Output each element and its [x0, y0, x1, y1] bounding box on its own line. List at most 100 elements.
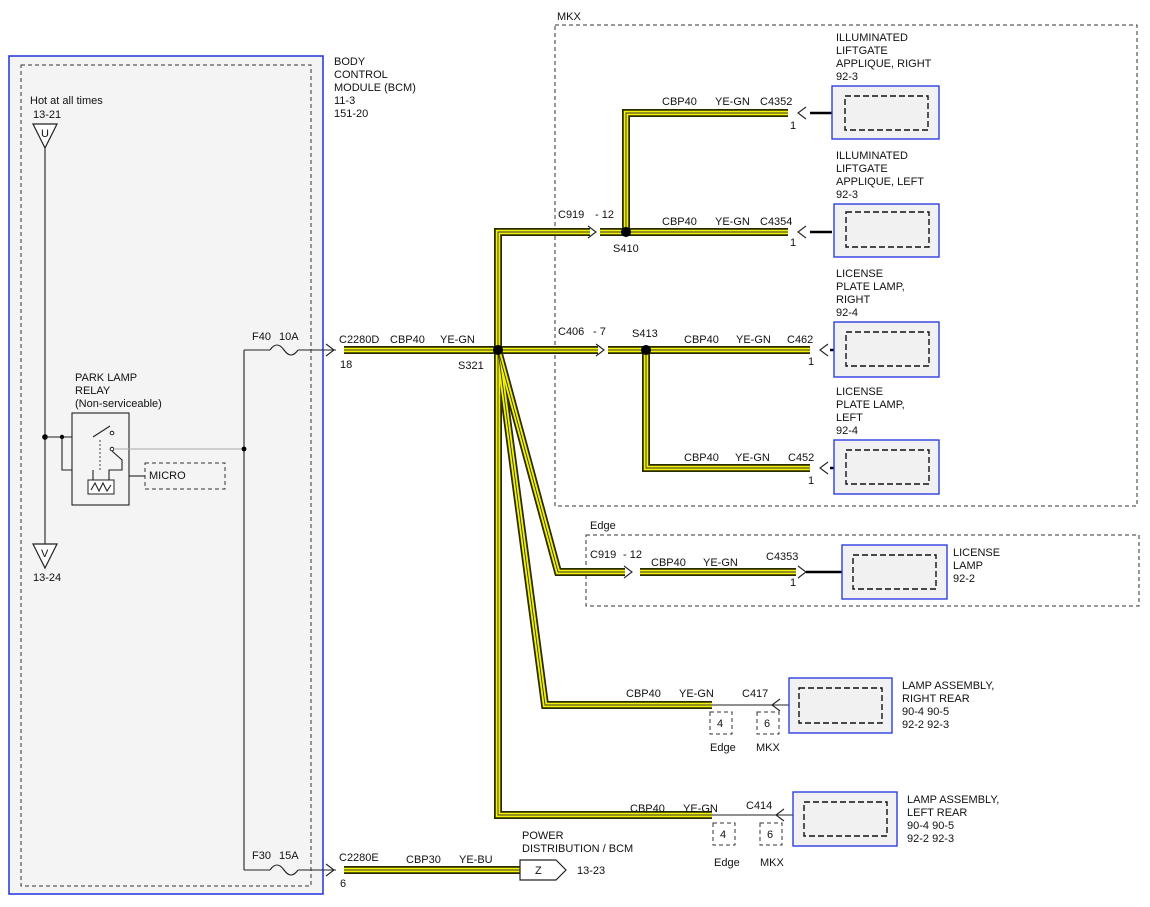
hot-label: Hot at all times [30, 95, 103, 107]
load3-name-3: LEFT [836, 412, 863, 424]
left-rear-lamp-module [792, 791, 898, 847]
fuse-f30-icon [269, 864, 299, 876]
rear1-edge-label: Edge [714, 857, 740, 869]
edge-load-name-1: LICENSE [953, 547, 1000, 559]
left-rear-lamp-inner [803, 801, 888, 837]
relay-label-1: PARK LAMP [75, 372, 137, 384]
load2-connector: C462 [787, 334, 813, 346]
load1-name-3: APPLIQUE, LEFT [836, 176, 924, 188]
micro-box [144, 462, 226, 490]
fuse-f40-rating: 10A [279, 331, 299, 343]
load3-ref: 92-4 [836, 425, 858, 437]
rear0-mkx-label: MKX [756, 742, 781, 754]
rear1-circuit: CBP40 [630, 803, 665, 815]
load2-name-2: PLATE LAMP, [836, 281, 905, 293]
mkx-zone [554, 24, 1138, 507]
applique-left-module [833, 203, 940, 258]
load3-name-2: PLATE LAMP, [836, 399, 905, 411]
license-plate-right-module [833, 321, 940, 378]
terminal-z-label: Z [535, 865, 542, 877]
load1-color: YE-GN [715, 216, 750, 228]
edge-load-name-2: LAMP [953, 560, 983, 572]
load3-connector: C452 [788, 452, 814, 464]
license-lamp-module [841, 544, 948, 600]
splice-s321 [493, 345, 503, 355]
load3-circuit: CBP40 [684, 452, 719, 464]
terminal-u-label: U [41, 128, 49, 140]
load0-color: YE-GN [715, 96, 750, 108]
relay-label-3: (Non-serviceable) [75, 398, 162, 410]
load0-connector: C4352 [760, 96, 792, 108]
rear1-mkx-label: MKX [760, 857, 785, 869]
c2280d-label: C2280D [339, 334, 379, 346]
load2-color: YE-GN [736, 334, 771, 346]
right-rear-lamp-inner [798, 687, 883, 724]
load2-circuit: CBP40 [684, 334, 719, 346]
micro-label: MICRO [149, 470, 186, 482]
load2-name-1: LICENSE [836, 268, 883, 280]
bcm-title-3: MODULE (BCM) [334, 82, 416, 94]
s321-label: S321 [458, 360, 484, 372]
load2-ref: 92-4 [836, 307, 858, 319]
bottom-ref: 13-24 [33, 572, 61, 584]
c406-connector-icon [595, 343, 605, 357]
license-lamp-inner [852, 554, 937, 590]
rear0-mkx-pin: 6 [764, 718, 770, 730]
edge-pin: 1 [790, 577, 796, 589]
edge-connector: C4353 [766, 551, 798, 563]
rear1-refs-1: 90-4 90-5 [907, 820, 954, 832]
edge-circuit: CBP40 [651, 557, 686, 569]
load1-ref: 92-3 [836, 189, 858, 201]
rear0-refs-2: 92-2 92-3 [902, 719, 949, 731]
load1-circuit: CBP40 [662, 216, 697, 228]
load3-color: YE-GN [735, 452, 770, 464]
edge-connector-icon [797, 565, 807, 579]
rear1-edge-pin: 4 [720, 829, 726, 841]
pd-label-2: DISTRIBUTION / BCM [522, 843, 633, 855]
edge-load-ref: 92-2 [953, 573, 975, 585]
applique-right-inner [844, 95, 929, 131]
bcm-title-2: CONTROL [334, 69, 388, 81]
edge-c919-connector-icon [623, 565, 633, 579]
pd-ref: 13-23 [577, 865, 605, 877]
c2280d-connector-icon [325, 343, 335, 357]
load0-circuit: CBP40 [662, 96, 697, 108]
load2-connector-icon [819, 343, 829, 357]
rear1-connector-icon [775, 808, 785, 822]
rear0-edge-label: Edge [710, 742, 736, 754]
rear1-name-1: LAMP ASSEMBLY, [907, 794, 999, 806]
load1-pin: 1 [790, 237, 796, 249]
license-plate-left-inner [845, 449, 930, 485]
terminal-z-icon [519, 859, 567, 881]
rear1-edge-pin-box [712, 822, 736, 846]
fuse-bus-junction [241, 446, 247, 452]
load2-name-3: RIGHT [836, 294, 871, 306]
applique-left-inner [845, 211, 930, 248]
edge-c919-label: C919 [590, 549, 616, 561]
c919-label: C919 [558, 209, 584, 221]
mkx-zone-label: MKX [557, 11, 582, 23]
license-plate-left-module [833, 439, 940, 495]
load3-pin: 1 [808, 475, 814, 487]
c406-pin: - 7 [593, 326, 606, 338]
load1-connector-icon [797, 225, 807, 239]
fuse-f30-rating: 15A [279, 850, 299, 862]
load0-ref: 92-3 [836, 71, 858, 83]
rear0-name-1: LAMP ASSEMBLY, [902, 680, 994, 692]
bcm-title-1: BODY [334, 56, 366, 68]
c919-connector-icon [587, 225, 597, 239]
load0-pin: 1 [790, 120, 796, 132]
pd-label-1: POWER [522, 830, 564, 842]
c2280d-pin: 18 [340, 359, 352, 371]
pd-circuit: CBP30 [406, 854, 441, 866]
main-circuit: CBP40 [390, 334, 425, 346]
load3-connector-icon [819, 461, 829, 475]
rear0-edge-pin: 4 [717, 718, 723, 730]
edge-zone-label: Edge [590, 520, 616, 532]
rear0-mkx-pin-box [756, 711, 780, 735]
rear0-connector: C417 [742, 688, 768, 700]
load1-name-1: ILLUMINATED [836, 150, 908, 162]
c2280e-connector-icon [325, 863, 335, 877]
terminal-v-icon [32, 543, 58, 570]
edge-color: YE-GN [703, 557, 738, 569]
